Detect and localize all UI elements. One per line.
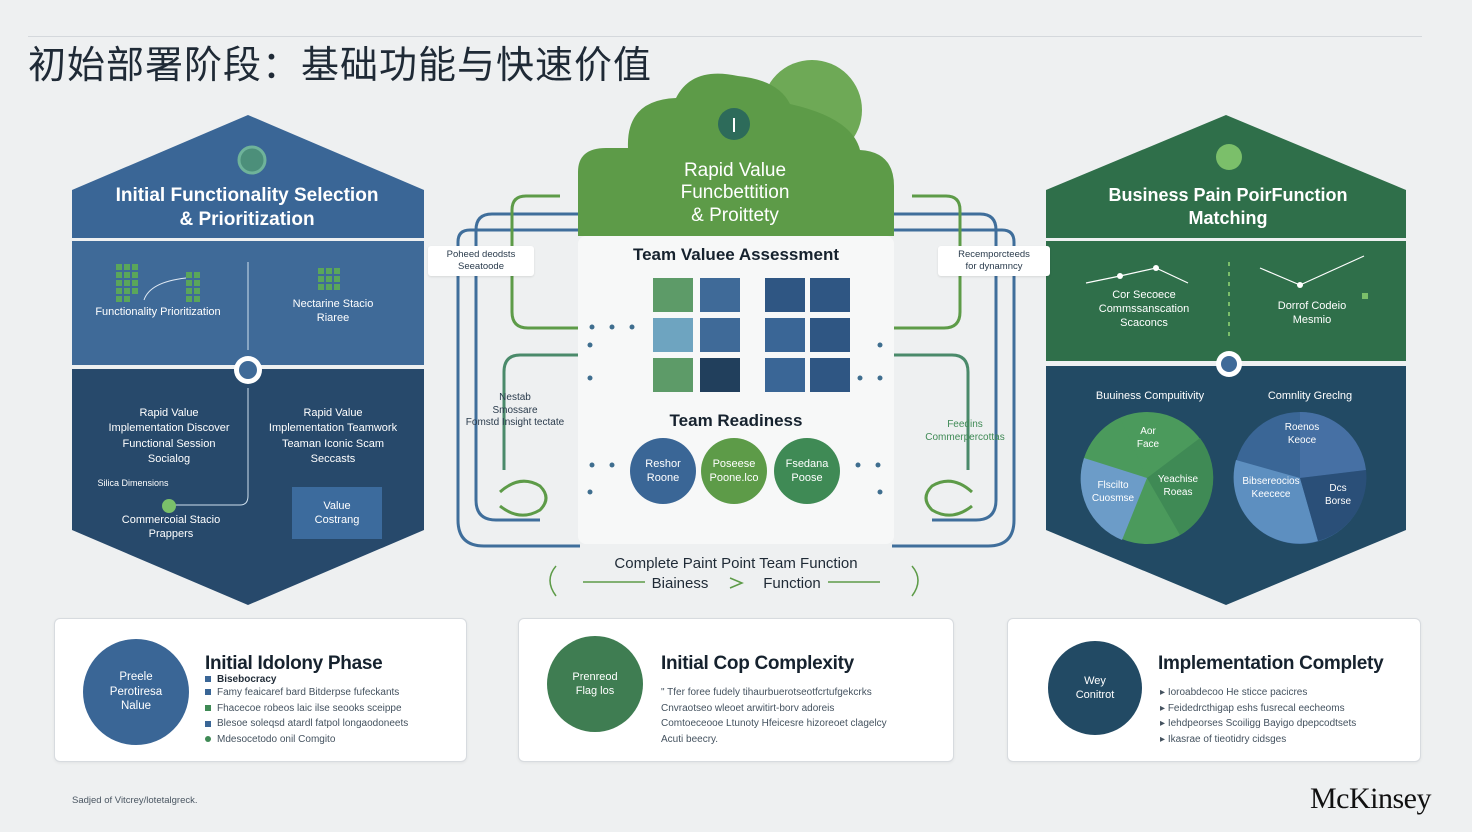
left-upper-right-label: Nectarine Stacio Riaree [292, 298, 374, 324]
left-green-label: Commercoial Stacio Prappers [121, 514, 221, 540]
list-item: Fhacecoe robeos laic ilse seooks sceippe [205, 701, 408, 717]
card1-subtitle: Bisebocracy [205, 672, 276, 688]
card1-subtitle-text: Bisebocracy [217, 674, 277, 685]
chart2-slice-1: Roenos Keoce [1284, 422, 1320, 446]
footnote: Sadjed of Vitcrey/lotetalgreck. [72, 795, 198, 806]
list-item: ▸ Feidedrcthigap eshs fusrecal eecheoms [1160, 702, 1345, 714]
bullet-square-icon [205, 689, 211, 696]
list-item: ▸ Iehdpeorses Scoiligg Bayigo dpepcodtse… [1160, 718, 1357, 730]
list-item: Comtoeceooe Ltunoty Hfeicesre hizoreoet … [661, 718, 887, 730]
title-divider [28, 36, 1422, 37]
chart2-slice-2: Bibsereocios Keecece [1242, 476, 1300, 500]
chart1-slice-2: Flscilto Cuosmse [1091, 480, 1135, 504]
brand-logo: McKinsey [1310, 782, 1431, 815]
left-lower-left-text: Rapid Value Implementation Discover Func… [108, 407, 230, 466]
list-item: " Tfer foree fudely tihaurbuerotseotfcrt… [661, 687, 872, 698]
bullet-square-icon [205, 676, 211, 683]
bullet-text: Iehdpeorses Scoiligg Bayigo dpepcodtsets [1167, 718, 1357, 730]
bullet-text: Ikasrae of tieotidry cidsges [1167, 733, 1287, 745]
center-footer-left: Biainess [651, 575, 709, 592]
bullet-text: Ioroabdecoo He sticce pacicres [1167, 687, 1308, 698]
card3-bullets: ▸ Ioroabdecoo He sticce pacicres ▸ Feide… [1160, 685, 1356, 747]
bullet-text: Feidedrcthigap eshs fusrecal eecheoms [1167, 702, 1345, 714]
card-initial-complexity: Prenreod Flag los Initial Cop Complexity… [518, 618, 954, 762]
card2-bullets: " Tfer foree fudely tihaurbuerotseotfcrt… [661, 685, 887, 747]
right-connectors [892, 194, 1016, 548]
card3-title: Implementation Complety [1158, 653, 1384, 674]
chart1-slice-3: Yeachise Roeas [1157, 474, 1199, 498]
center-panel-header: Rapid Value Funcbettition & Proittety [680, 160, 790, 226]
card1-bullets: Famy feaicaref bard Bitderpse fufeckants… [205, 685, 408, 747]
readiness-circle-2: Poseese Poone.lco [701, 438, 767, 504]
card2-circle: Prenreod Flag los [547, 636, 643, 732]
right-panel-shape [1046, 115, 1406, 605]
card1-title: Initial Idolony Phase [205, 653, 383, 674]
list-item: Mdesocetodo onil Comgito [205, 732, 408, 748]
card-initial-phase: Preele Perotiresa Nalue Initial Idolony … [54, 618, 467, 762]
right-panel-header: Business Pain PoirFunction Matching [1108, 185, 1348, 228]
readiness-circle-1: Reshor Roone [630, 438, 696, 504]
bullet-square-icon [205, 720, 211, 727]
left-value-box-label: Value Costrang [314, 500, 360, 526]
left-lower-right-text: Rapid Value Implementation Teamwork Team… [268, 407, 398, 466]
right-callout: Recemporcteeds for dynamncy [938, 246, 1050, 276]
team-readiness-title: Team Readiness [669, 411, 803, 430]
list-item: Blesoe soleqsd atardl fatpol longaodonee… [205, 716, 408, 732]
left-mid-label: Nestab Smossare Fomstd Insight tectate [465, 392, 565, 428]
left-callout: Poheed deodsts Seeatoode [428, 246, 534, 276]
bullet-text: Mdesocetodo onil Comgito [217, 733, 336, 745]
left-mini-label: Silica Dimensions [97, 478, 169, 488]
left-panel-shape [72, 115, 424, 605]
team-value-assessment-title: Team Valuee Assessment [632, 245, 839, 264]
chart2-slice-3: Dcs Borse [1324, 483, 1352, 507]
list-item: ▸ Ikasrae of tieotidry cidsges [1160, 733, 1287, 745]
bullet-text: Blesoe soleqsd atardl fatpol longaodonee… [217, 718, 409, 730]
right-mid-label: Feedins Commerpercottas [925, 419, 1005, 443]
page-title: 初始部署阶段：基础功能与快速价值 [28, 43, 653, 87]
right-upper-left-label: Cor Secoece Commssanscation Scaconcs [1098, 289, 1190, 329]
chart1-slice-1: Aor Face [1136, 426, 1160, 450]
list-item: Cnvraotseo wleoet arwitirt-borv adoreis [661, 702, 835, 714]
chart2-title: Comnlity Greclng [1267, 390, 1353, 402]
bullet-text: Fhacecoe robeos laic ilse seooks sceippe [217, 702, 402, 714]
chart1-title: Buuiness Compuitivity [1095, 390, 1205, 402]
bullet-text: Famy feaicaref bard Bitderpse fufeckants [217, 687, 400, 698]
bullet-square-icon [205, 704, 211, 711]
list-item: Acuti beecry. [661, 733, 719, 745]
center-footer-right: Function [763, 575, 821, 592]
left-connectors [456, 194, 580, 548]
card-implementation-complexity: Wey Conitrot Implementation Complety ▸ I… [1007, 618, 1421, 762]
card2-title: Initial Cop Complexity [661, 653, 854, 674]
bullet-dot-icon [205, 736, 211, 743]
left-upper-left-label: Functionality Prioritization [95, 306, 221, 318]
left-panel-header: Initial Functionality Selection & Priori… [115, 185, 379, 230]
center-footer-line: Complete Paint Point Team Function [614, 555, 858, 572]
readiness-circle-3: Fsedana Poose [774, 438, 840, 504]
card1-circle: Preele Perotiresa Nalue [83, 639, 189, 745]
card3-circle: Wey Conitrot [1048, 641, 1142, 735]
list-item: Famy feaicaref bard Bitderpse fufeckants [205, 685, 408, 701]
right-upper-right-label: Dorrof Codeio Mesmio [1277, 300, 1347, 326]
list-item: ▸ Ioroabdecoo He sticce pacicres [1160, 687, 1308, 698]
